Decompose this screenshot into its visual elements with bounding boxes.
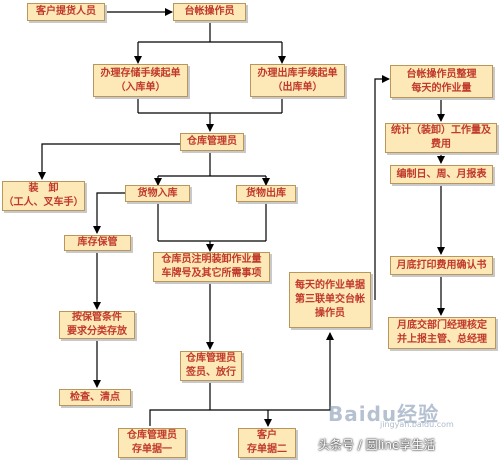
arrow-to-loading [38, 143, 180, 180]
baidu-watermark: Baidu经验 [328, 402, 440, 426]
node-daily-ticket: 每天的作业单据 第三联单交台帐 操作员 [289, 272, 371, 328]
baidu-url-watermark: jingyan.baidu.com [380, 420, 454, 429]
node-warehouse-manager: 仓库管理员 [180, 133, 244, 151]
node-loading: 装 卸 （工人、叉车手） [2, 181, 85, 211]
node-keep-slip1: 仓库管理员 存单据一 [118, 428, 186, 458]
node-customer-slip2: 客户 存单据二 [238, 428, 296, 458]
node-goods-in: 货物入库 [125, 185, 190, 202]
node-inspect-count: 检查、清点 [59, 389, 131, 406]
node-storage-keeping: 库存保管 [64, 235, 131, 251]
node-month-print: 月底打印费用确认书 [390, 256, 493, 275]
toutiao-watermark: 头条号 / 圆line享生活 [318, 438, 436, 452]
node-outbound-procedure: 办理出库手续起单 （出库单） [250, 64, 345, 97]
node-customer-buyer: 客户提货人员 [27, 3, 105, 21]
node-stats-fee: 统计（装卸）工作量及 费用 [385, 123, 497, 153]
node-month-submit: 月底交部门经理核定 并上报主管、总经理 [388, 317, 496, 349]
arrow-to-slip1 [149, 332, 334, 426]
node-ledger-operator: 台帐操作员 [173, 3, 246, 21]
node-goods-out: 货物出库 [236, 185, 296, 202]
node-sign-release: 仓库管理员 签员、放行 [180, 351, 242, 381]
node-inbound-procedure: 办理存储手续起单 （入库单） [93, 64, 188, 97]
node-reports: 编制日、周、月报表 [390, 165, 493, 184]
arrow-to-storage-keeping [93, 192, 125, 234]
arrow-to-daily-sort [374, 75, 390, 300]
node-classify-store: 按保管条件 要求分类存放 [59, 311, 135, 339]
node-daily-sort: 台帐操作员整理 每天的作业量 [390, 65, 493, 98]
node-note-volume: 仓库员注明装卸作业量 车牌号及其它所需事项 [153, 252, 270, 282]
